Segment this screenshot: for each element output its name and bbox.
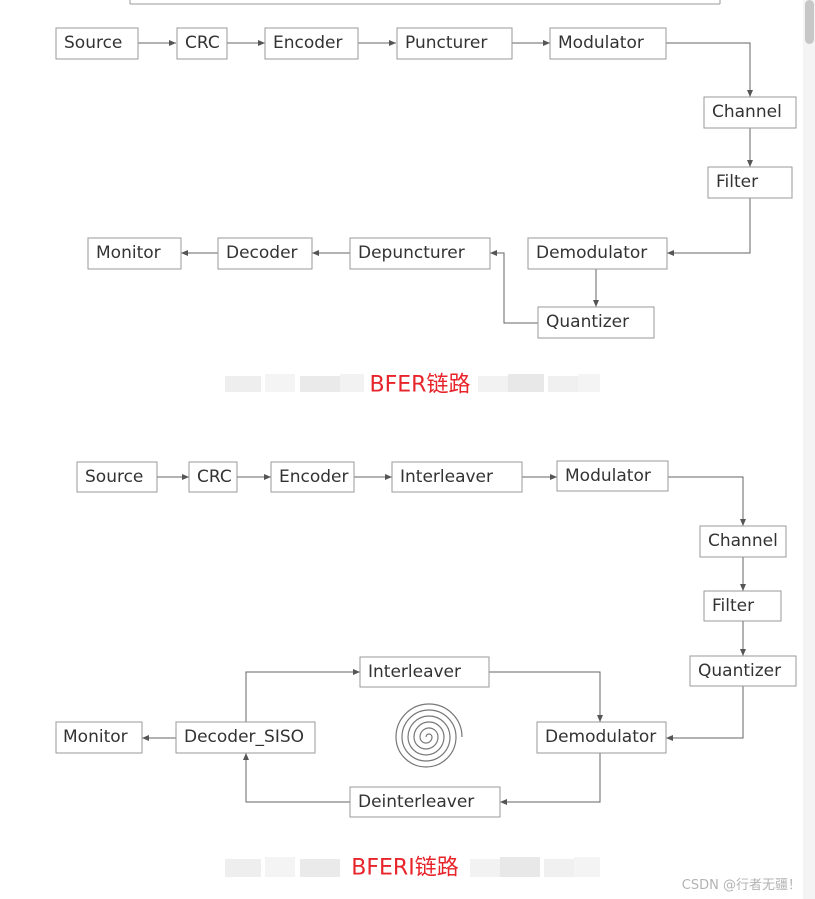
top-table-fragment xyxy=(129,0,721,5)
bferi-node-deinterleaver: Deinterleaver xyxy=(349,786,501,818)
svg-text:Depuncturer: Depuncturer xyxy=(358,243,465,263)
bfer-node-puncturer: Puncturer xyxy=(396,27,513,60)
bferi-node-channel: Channel xyxy=(699,525,787,558)
edge-quantizer-depuncturer xyxy=(490,250,538,324)
svg-text:Quantizer: Quantizer xyxy=(546,312,629,332)
edge-deinterleaver-decoder xyxy=(243,753,350,803)
svg-text:Puncturer: Puncturer xyxy=(405,33,487,53)
svg-text:Modulator: Modulator xyxy=(558,33,644,53)
edge-modulator-channel xyxy=(668,476,746,526)
svg-text:Monitor: Monitor xyxy=(96,243,161,263)
svg-text:Filter: Filter xyxy=(716,172,758,192)
edge-demodulator-deinterleaver xyxy=(500,753,601,805)
bferi-node-loop-interleaver: Interleaver xyxy=(359,656,490,688)
bferi-chain: Source CRC Encoder Interleaver Modulator… xyxy=(55,460,797,818)
edge-decoder-interleaver xyxy=(245,669,360,722)
bfer-node-monitor: Monitor xyxy=(87,237,182,270)
svg-text:Deinterleaver: Deinterleaver xyxy=(358,792,474,812)
edge-quantizer-demodulator xyxy=(666,686,744,741)
edge-interleaver-demodulator xyxy=(489,671,603,722)
bferi-node-encoder: Encoder xyxy=(270,461,355,493)
bfer-node-source: Source xyxy=(55,27,139,60)
bfer-node-demodulator: Demodulator xyxy=(527,237,668,270)
svg-text:Demodulator: Demodulator xyxy=(536,243,647,263)
bfer-chain: Source CRC Encoder Puncturer Modulator C… xyxy=(55,27,797,339)
bfer-node-decoder: Decoder xyxy=(217,237,313,270)
bferi-node-quantizer: Quantizer xyxy=(689,655,797,687)
svg-text:Channel: Channel xyxy=(712,102,782,122)
svg-text:Demodulator: Demodulator xyxy=(545,727,656,747)
bferi-node-modulator: Modulator xyxy=(556,460,669,492)
svg-text:Channel: Channel xyxy=(708,531,778,551)
svg-text:Quantizer: Quantizer xyxy=(698,661,781,681)
svg-text:Decoder_SISO: Decoder_SISO xyxy=(184,727,304,747)
bferi-caption-area: BFERI链路 xyxy=(225,856,600,881)
bfer-node-quantizer: Quantizer xyxy=(537,306,655,339)
bferi-node-demodulator: Demodulator xyxy=(536,721,667,754)
svg-text:Source: Source xyxy=(85,467,143,487)
bferi-node-monitor: Monitor xyxy=(55,721,143,754)
bferi-node-interleaver: Interleaver xyxy=(391,461,523,493)
svg-text:Monitor: Monitor xyxy=(63,727,128,747)
svg-text:Source: Source xyxy=(64,33,122,53)
bferi-caption: BFERI链路 xyxy=(351,856,458,881)
svg-text:Encoder: Encoder xyxy=(273,33,343,53)
bfer-node-crc: CRC xyxy=(176,27,228,60)
scrollbar-thumb[interactable] xyxy=(805,0,814,44)
svg-text:CRC: CRC xyxy=(185,33,220,53)
svg-text:Interleaver: Interleaver xyxy=(368,662,461,682)
svg-text:Interleaver: Interleaver xyxy=(400,467,493,487)
bfer-node-encoder: Encoder xyxy=(264,27,359,60)
svg-text:Decoder: Decoder xyxy=(226,243,298,263)
scrollbar[interactable] xyxy=(803,0,815,899)
bfer-caption-area: BFER链路 xyxy=(225,373,600,398)
svg-text:Encoder: Encoder xyxy=(279,467,349,487)
svg-text:Filter: Filter xyxy=(712,596,754,616)
svg-text:Modulator: Modulator xyxy=(565,466,651,486)
svg-text:CRC: CRC xyxy=(197,467,232,487)
edge-modulator-channel xyxy=(666,42,753,97)
bferi-node-source: Source xyxy=(76,461,158,493)
bfer-caption: BFER链路 xyxy=(370,373,471,398)
bferi-node-filter: Filter xyxy=(703,590,782,622)
bferi-node-decoder-siso: Decoder_SISO xyxy=(175,721,316,754)
bfer-node-filter: Filter xyxy=(707,166,793,199)
bfer-node-depuncturer: Depuncturer xyxy=(349,237,491,270)
iteration-loop-icon xyxy=(395,703,463,768)
bfer-node-modulator: Modulator xyxy=(549,27,667,60)
bfer-node-channel: Channel xyxy=(703,96,797,129)
bferi-node-crc: CRC xyxy=(188,461,238,493)
edge-filter-demodulator xyxy=(667,198,751,256)
watermark: CSDN @行者无疆！ xyxy=(681,878,801,893)
